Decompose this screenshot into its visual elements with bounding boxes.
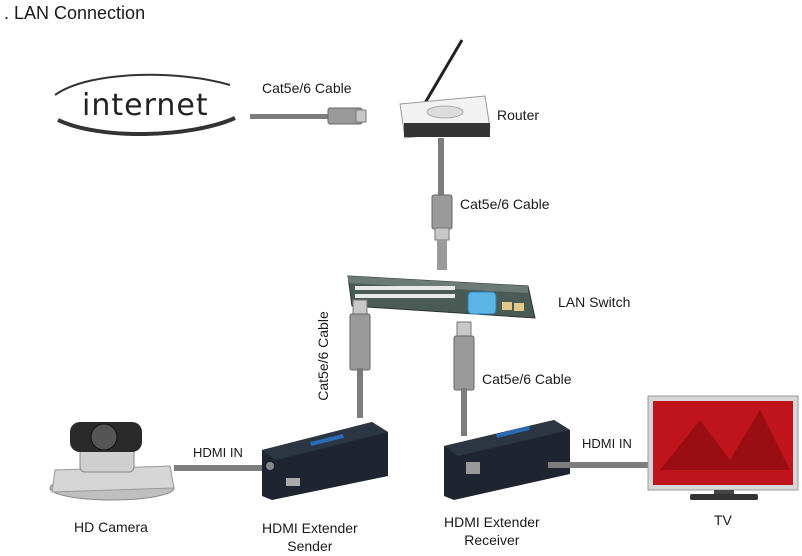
cable-label-router-switch: Cat5e/6 Cable bbox=[460, 196, 550, 212]
cable-label-switch-sender: Cat5e/6 Cable bbox=[314, 311, 331, 401]
cable-switch-receiver bbox=[453, 321, 475, 436]
sender-label: HDMI Extender Sender bbox=[262, 519, 358, 555]
cable-label-internet-router: Cat5e/6 Cable bbox=[262, 80, 352, 96]
lan-switch-label: LAN Switch bbox=[558, 294, 631, 310]
tv-icon bbox=[647, 395, 799, 500]
lan-switch-icon bbox=[347, 275, 536, 319]
sender-label-line2: Sender bbox=[287, 538, 333, 554]
hdmi-in-label-tv: HDMI IN bbox=[582, 436, 632, 451]
cable-switch-sender bbox=[349, 299, 371, 418]
hdmi-in-label-sender: HDMI IN bbox=[193, 445, 243, 460]
hd-camera-label: HD Camera bbox=[74, 519, 148, 535]
cable-label-switch-receiver: Cat5e/6 Cable bbox=[482, 371, 572, 387]
hdmi-extender-receiver-icon bbox=[444, 420, 570, 500]
router-label: Router bbox=[497, 107, 540, 123]
hdmi-extender-sender-icon bbox=[262, 422, 388, 500]
tv-label: TV bbox=[714, 512, 732, 528]
internet-logo bbox=[54, 73, 236, 136]
receiver-label-line2: Receiver bbox=[464, 532, 520, 548]
hd-camera-icon bbox=[49, 422, 175, 501]
cable-router-switch bbox=[431, 138, 453, 270]
router-icon bbox=[399, 39, 491, 139]
page-title: . LAN Connection bbox=[4, 3, 146, 23]
cable-receiver-tv bbox=[548, 462, 652, 468]
receiver-label: HDMI Extender Receiver bbox=[444, 513, 540, 549]
internet-label: internet bbox=[82, 88, 209, 123]
cable-camera-sender bbox=[174, 465, 262, 471]
cable-internet-router bbox=[250, 107, 367, 125]
sender-label-line1: HDMI Extender bbox=[262, 520, 358, 536]
receiver-label-line1: HDMI Extender bbox=[444, 514, 540, 530]
